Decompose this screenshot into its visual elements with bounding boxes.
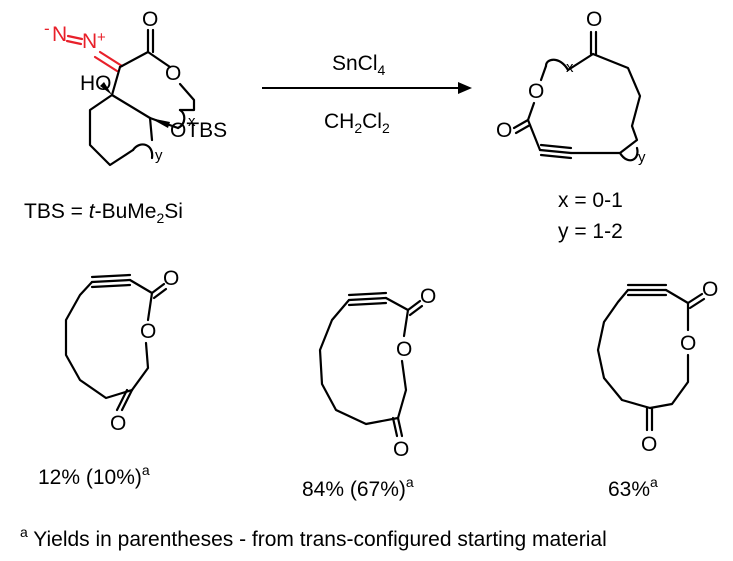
ex2-carbonyl-o: O: [420, 285, 436, 308]
ex1-yield: 12% (10%)a: [38, 462, 150, 489]
diazo-n2: N: [82, 30, 97, 53]
example-product-3: O O O 63%a: [596, 278, 718, 501]
footnote: a Yields in parentheses - from trans-con…: [20, 524, 607, 551]
x-range: x = 0-1: [558, 189, 623, 212]
ex3-yield: 63%a: [608, 474, 658, 501]
sm-ring-o: O: [165, 62, 181, 85]
sm-carbonyl-o: O: [142, 8, 158, 31]
example-product-1: O O O 12% (10%)a: [38, 267, 179, 489]
solvent-ch2cl2: CH2Cl2: [324, 110, 390, 136]
ex1-ketone-o: O: [110, 412, 126, 435]
starting-material: - N N + O O x HO OTBS y TBS = t-BuMe2Si: [24, 8, 227, 226]
hydroxyl-label: HO: [80, 72, 112, 95]
example-product-2: O O O 84% (67%)a: [302, 285, 436, 501]
tbs-definition: TBS = t-BuMe2Si: [24, 200, 183, 226]
product-ketone-o: O: [586, 8, 602, 31]
diazo-minus: -: [44, 19, 50, 38]
ex2-ketone-o: O: [393, 438, 409, 461]
sm-y-label: y: [155, 147, 163, 164]
product-y-label: y: [638, 149, 646, 166]
ex1-carbonyl-o: O: [163, 267, 179, 290]
diazo-n1: N: [52, 23, 67, 46]
reagent-sncl4: SnCl4: [332, 52, 386, 78]
diazo-plus: +: [97, 29, 106, 46]
ex3-ketone-o: O: [641, 433, 657, 456]
ex2-ring-o: O: [396, 338, 412, 361]
ex1-ring-o: O: [140, 320, 156, 343]
ex3-carbonyl-o: O: [702, 278, 718, 301]
silyl-ether-label: OTBS: [170, 119, 227, 142]
product-carbonyl-o: O: [496, 119, 512, 142]
reaction-arrow: SnCl4 CH2Cl2: [262, 52, 472, 136]
ex3-ring-o: O: [680, 332, 696, 355]
y-range: y = 1-2: [558, 220, 623, 243]
ex2-yield: 84% (67%)a: [302, 474, 414, 501]
sm-x-label: x: [188, 113, 196, 130]
product-ring-o: O: [528, 80, 544, 103]
product-x-label: x: [566, 59, 574, 76]
macrolactone-product: O x O O y x = 0-1 y = 1-2: [496, 8, 646, 243]
